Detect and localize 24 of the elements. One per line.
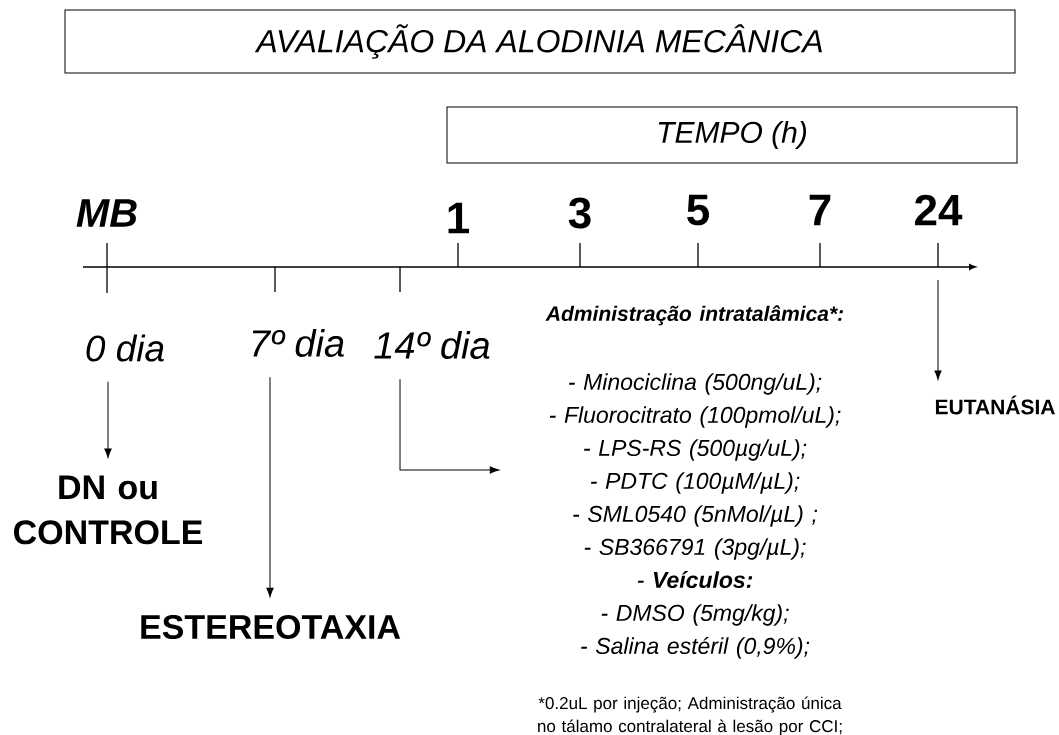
- day-label: 7º dia: [252, 329, 344, 357]
- list-item: - SB366791 (3pg/µL);: [584, 538, 806, 560]
- footnote: *0.2uL por injeção; Administração única no tálamo contralateral à lesão por CCI;: [538, 696, 842, 735]
- list-item: - Veículos:: [637, 571, 753, 589]
- arrow: [266, 376, 274, 598]
- day-label: 14º dia: [374, 331, 490, 359]
- list-item: - Salina estéril (0,9%);: [581, 636, 810, 659]
- timeline-label: MB: [76, 199, 137, 227]
- arrow: [399, 378, 500, 474]
- list-item: - SML0540 (5nMol/µL) ;: [573, 505, 818, 527]
- header-box: TEMPO (h): [446, 106, 1018, 164]
- title-box: AVALIAÇÃO DA ALODINIA MECÂNICA: [64, 9, 1016, 74]
- outcome-label: DN ou CONTROLE: [14, 475, 203, 545]
- list-item: - Fluorocitrato (100pmol/uL);: [549, 406, 841, 428]
- list-heading: Administração intratalâmica*:: [545, 305, 844, 326]
- list-item: - LPS-RS (500µg/uL);: [584, 439, 807, 461]
- outcome-label: ESTEREOTAXIA: [141, 614, 401, 640]
- arrow: [104, 381, 112, 458]
- list-item: - Minociclina (500ng/uL);: [569, 373, 822, 395]
- outcome-label: EUTANÁSIA: [935, 395, 1055, 415]
- list-item: - DMSO (5mg/kg);: [601, 604, 789, 626]
- day-label: 0 dia: [86, 334, 164, 362]
- list-item: - PDTC (100µM/µL);: [590, 472, 800, 494]
- arrow: [934, 279, 942, 380]
